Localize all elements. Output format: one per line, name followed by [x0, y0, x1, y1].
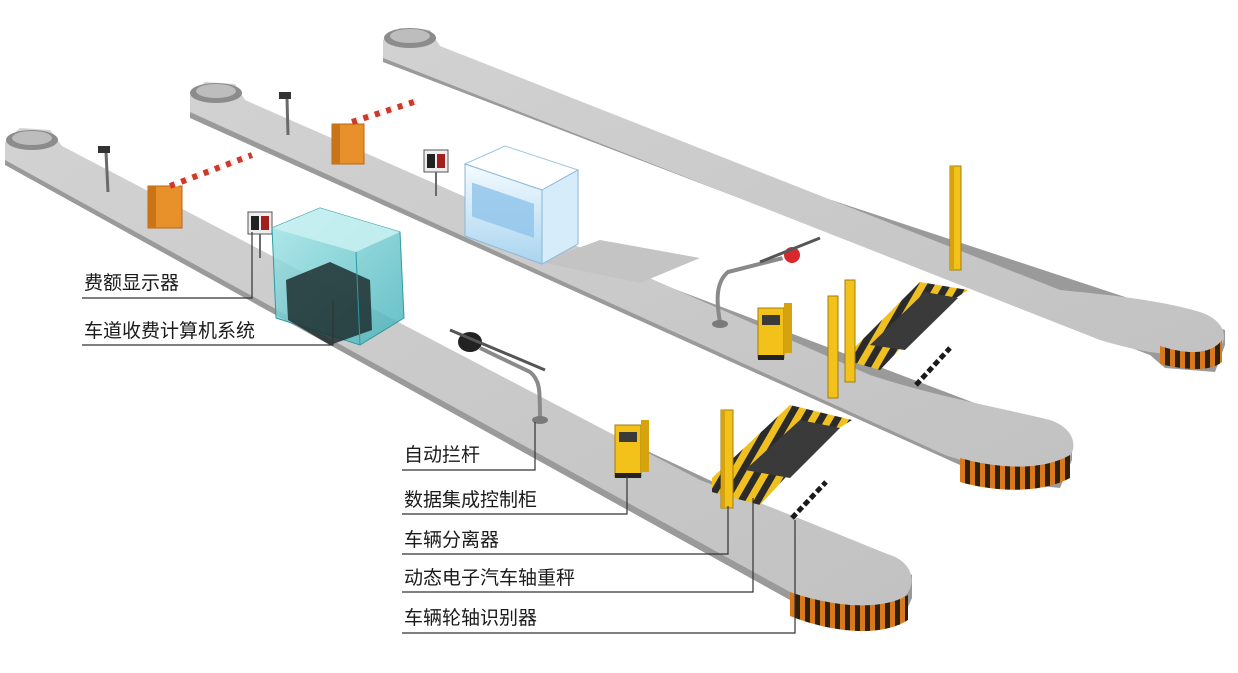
barrier-gate-lane1	[147, 152, 254, 229]
auto-barrier-lane2	[712, 236, 821, 328]
axle-recognizer-strip-1	[790, 480, 828, 520]
label-toll-computer: 车道收费计算机系统	[84, 320, 256, 342]
axle-recognizer-strip-2	[914, 346, 952, 387]
axle-scale-pit-lane2	[852, 282, 968, 370]
vehicle-separator-lane1a	[720, 409, 734, 509]
lane-1	[5, 128, 912, 632]
leader-auto-barrier	[402, 422, 536, 471]
axle-scale-pit-lane1	[712, 405, 852, 505]
fee-display-lane1	[247, 211, 273, 258]
leader-fee-display	[82, 232, 253, 299]
lamp-post-lane1	[98, 146, 110, 193]
label-auto-barrier: 自动拦杆	[404, 444, 481, 466]
data-control-cabinet-lane2	[757, 303, 792, 360]
auto-barrier-lane1	[449, 328, 548, 424]
lamp-post-lane2	[279, 92, 291, 136]
data-control-cabinet-lane1	[614, 420, 649, 478]
leader-vehicle-separator	[402, 506, 729, 555]
label-fee-display: 费额显示器	[84, 272, 180, 294]
toll-booth-lane1	[271, 207, 405, 346]
leader-data-cabinet	[402, 476, 628, 515]
leader-toll-computer	[82, 300, 334, 346]
label-axle-scale: 动态电子汽车轴重秤	[404, 567, 576, 589]
leader-lines	[82, 232, 796, 634]
barrier-gate-lane2	[331, 97, 421, 165]
label-axle-recognizer: 车辆轮轴识别器	[404, 607, 538, 629]
lane-3	[383, 28, 1225, 372]
leader-axle-scale	[402, 498, 754, 593]
toll-booth-lane2	[463, 145, 580, 265]
vehicle-separator-lane1b	[827, 279, 856, 399]
label-vehicle-separator: 车辆分离器	[404, 529, 500, 551]
fee-display-lane2	[423, 149, 449, 196]
leader-axle-recognizer	[402, 520, 796, 634]
vehicle-separator-lane2	[949, 165, 962, 271]
label-data-cabinet: 数据集成控制柜	[404, 489, 538, 511]
